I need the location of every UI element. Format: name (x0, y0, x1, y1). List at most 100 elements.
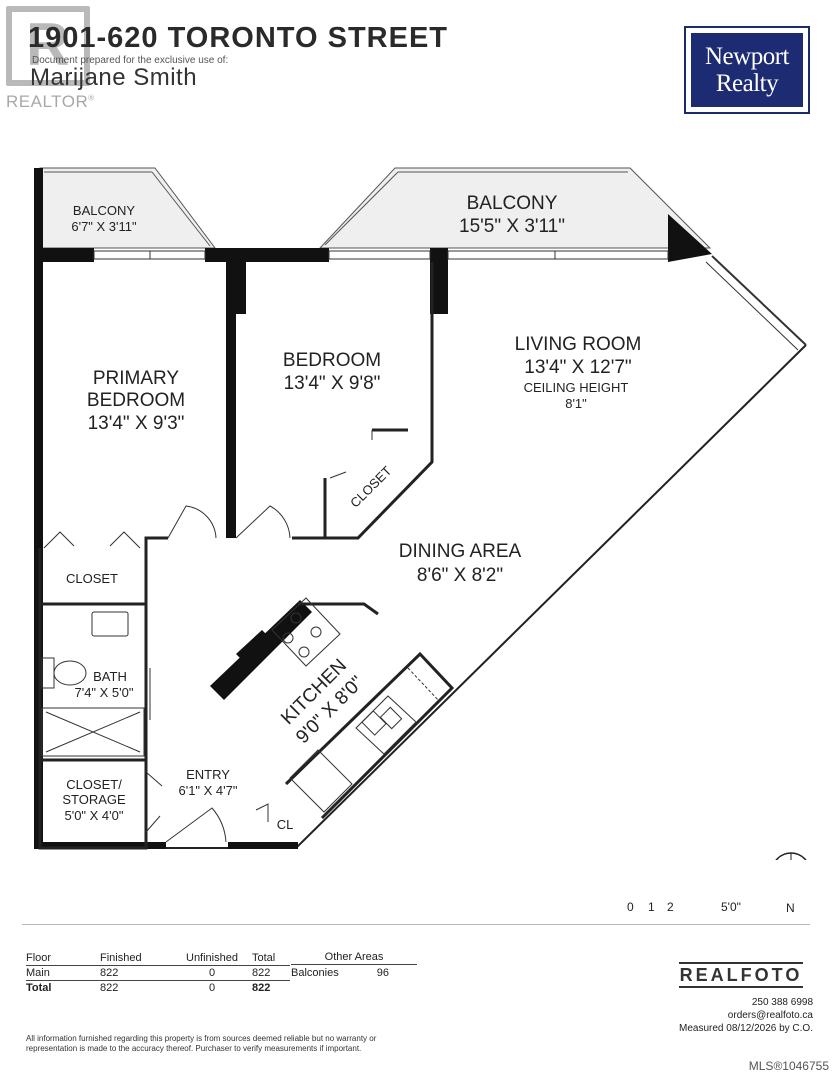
door-bedroom (235, 505, 291, 539)
slider-living (328, 250, 431, 260)
realtor-logo-letter: R (26, 11, 70, 78)
area-cell: 822 (252, 980, 290, 995)
storage-line1: CLOSET/ (66, 777, 122, 792)
brokerage-logo-line2: Realty (715, 70, 779, 97)
realtor-logo: R (6, 6, 90, 86)
property-address-title: 1901-620 TORONTO STREET (28, 22, 449, 54)
door-primary-closet-l (43, 531, 75, 549)
other-areas-value: 96 (376, 967, 389, 979)
kitchen-fixtures (271, 597, 441, 813)
door-swings (43, 430, 373, 843)
north-arrow (775, 852, 807, 860)
bath-dims: 7'4" X 5'0" (74, 685, 133, 700)
kitchen-sink (355, 695, 417, 755)
living-room-ceiling-value: 8'1" (565, 396, 587, 411)
primary-bedroom-line2: BEDROOM (87, 390, 185, 411)
window-wall-diagonal-inner (705, 261, 799, 351)
balcony-main-rail (324, 171, 399, 246)
agent-name: Marijane Smith (30, 64, 198, 91)
living-room-dims: 13'4" X 12'7" (524, 357, 631, 378)
dining-area-dims: 8'6" X 8'2" (417, 565, 503, 586)
wall-top-middle (205, 248, 329, 262)
other-areas: Other Areas Balconies 96 (291, 951, 417, 979)
slider-living-2 (447, 250, 669, 260)
dining-area-name: DINING AREA (399, 541, 522, 562)
wall-living-stub (430, 262, 448, 314)
sink-bowl-1 (361, 710, 387, 736)
wall-left-outer (34, 168, 43, 848)
other-areas-label: Balconies (291, 967, 339, 979)
window-wall-diagonal (711, 255, 807, 346)
bath-name: BATH (93, 669, 127, 684)
bedroom-closet-name: CLOSET (347, 463, 394, 510)
table-row: Main 822 0 822 (26, 966, 290, 981)
kitchen-dishwasher (407, 667, 441, 703)
area-header-total: Total (252, 951, 290, 966)
brokerage-logo-panel: Newport Realty (691, 33, 803, 107)
wall-top-right (430, 248, 448, 262)
area-header-unfinished: Unfinished (172, 951, 252, 966)
door-entry (165, 807, 227, 843)
prepared-for-note: Document prepared for the exclusive use … (32, 55, 229, 66)
bedroom-dims: 13'4" X 9'8" (284, 373, 381, 394)
other-areas-header: Other Areas (291, 951, 417, 965)
storage-line2: STORAGE (62, 792, 126, 807)
door-primary (167, 505, 217, 539)
area-header-finished: Finished (100, 951, 172, 966)
balcony-main-dims: 15'5" X 3'11" (459, 216, 565, 237)
entry-dims: 6'1" X 4'7" (178, 783, 237, 798)
wall-bath (38, 604, 148, 762)
walls (34, 168, 712, 849)
wall-top-left (34, 248, 94, 262)
brokerage-logo: Newport Realty (684, 26, 810, 114)
balcony-left-rail-diag (151, 171, 211, 247)
kitchen-stove (271, 597, 341, 667)
wall-bedroom-divider (226, 262, 236, 538)
wall-corner-column (668, 214, 712, 262)
area-cell: Main (26, 967, 50, 979)
north-label: N (786, 901, 795, 915)
scale-tick-1: 1 (648, 900, 655, 914)
area-cell: 822 (100, 980, 172, 995)
scale-tick-5: 5'0" (721, 900, 741, 914)
living-room-name: LIVING ROOM (515, 334, 642, 355)
burner-3 (282, 632, 294, 644)
wall-bottom-right (228, 842, 298, 849)
other-areas-row: Balconies 96 (291, 965, 417, 979)
primary-bedroom-line1: PRIMARY (93, 368, 180, 389)
primary-closet-name: CLOSET (66, 571, 118, 586)
realfoto-email: orders@realfoto.ca (727, 1010, 813, 1021)
balcony-main-name: BALCONY (467, 193, 558, 214)
bath-toilet-tank (41, 657, 55, 689)
balcony-main-area (318, 167, 712, 249)
storage-dims: 5'0" X 4'0" (64, 808, 123, 823)
scale-tick-0: 0 (627, 900, 634, 914)
area-table: Floor Finished Unfinished Total Main 822… (26, 951, 290, 995)
scale-tick-2: 2 (667, 900, 674, 914)
realtor-wordmark: REALTOR® (6, 92, 95, 111)
bath-tub (41, 707, 145, 757)
realfoto-logo: REALFOTO (679, 962, 803, 988)
mls-number: MLS®1046755 (748, 1059, 829, 1073)
wall-bottom (34, 842, 166, 849)
area-cell: Total (26, 980, 100, 995)
kitchen-counter-block (236, 630, 274, 666)
area-cell: 0 (208, 967, 216, 979)
balcony-left-name: BALCONY (73, 203, 135, 218)
area-cell: 0 (172, 980, 252, 995)
exterior-outline (39, 168, 807, 849)
wall-kitchen-island (298, 602, 379, 616)
bath-tub-x2 (45, 711, 141, 753)
door-cl (255, 803, 269, 822)
realfoto-measured: Measured 08/12/2026 by C.O. (679, 1023, 813, 1034)
sliding-doors (93, 250, 669, 260)
door-bedroom-closet (329, 430, 373, 479)
bedroom-name: BEDROOM (283, 350, 381, 371)
bath-toilet-bowl (53, 660, 87, 686)
wall-bedroom-stub (226, 262, 246, 314)
burner-4 (298, 646, 310, 658)
area-cell: 822 (100, 967, 119, 979)
area-cell: 822 (252, 967, 271, 979)
table-row: Total 822 0 822 (26, 980, 290, 995)
floor-plan: BALCONY 6'7" X 3'11" BALCONY 15'5" X 3'1… (34, 167, 807, 860)
